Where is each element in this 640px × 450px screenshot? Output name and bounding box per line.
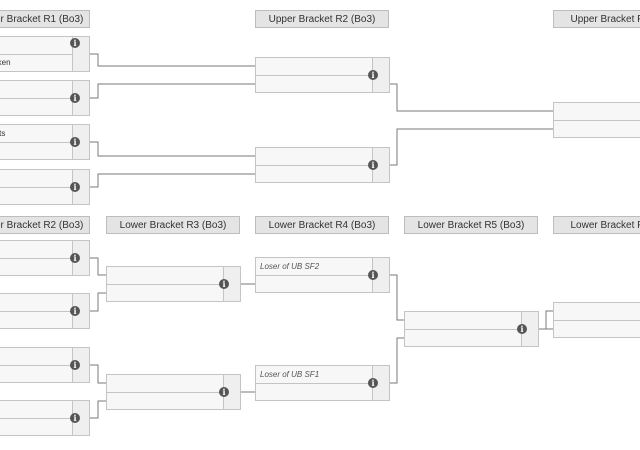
header-lower-r3: Lower Bracket R3 (Bo3) — [106, 216, 240, 234]
match-lower-r3-2[interactable] — [106, 374, 241, 410]
team-slot-top[interactable] — [107, 267, 240, 285]
header-upper-r2: Upper Bracket R2 (Bo3) — [255, 10, 389, 28]
team-slot-top[interactable] — [0, 294, 89, 312]
info-icon[interactable]: i — [70, 360, 80, 370]
team-slot-top[interactable] — [554, 303, 640, 321]
connector-line — [389, 337, 404, 384]
info-icon[interactable]: i — [368, 270, 378, 280]
connector-line — [90, 53, 255, 67]
connector-line — [538, 310, 553, 330]
info-icon[interactable]: i — [70, 306, 80, 316]
connector-line — [389, 274, 404, 321]
connector-line — [389, 128, 553, 166]
team-slot-top[interactable]: Loser of UB SF2 — [256, 258, 389, 276]
connector-line — [90, 257, 106, 276]
info-icon[interactable]: i — [70, 413, 80, 423]
header-lower-r2: Lower Bracket R2 (Bo3) — [0, 216, 90, 234]
connector-line — [90, 292, 106, 312]
team-slot-top[interactable]: G — [0, 348, 89, 366]
info-icon[interactable]: i — [70, 253, 80, 263]
team-slot-bottom[interactable] — [554, 320, 640, 337]
team-slot-top[interactable] — [405, 312, 538, 330]
team-slot-top[interactable] — [554, 103, 640, 121]
team-slot-top[interactable]: am Liquid — [0, 170, 89, 188]
team-slot-top[interactable] — [256, 58, 389, 76]
match-upper-r2-2[interactable] — [255, 147, 390, 183]
info-icon[interactable]: i — [70, 137, 80, 147]
header-lower-final: Lower Bracket Fi — [553, 216, 640, 234]
info-icon[interactable]: i — [368, 70, 378, 80]
match-lower-r4-2[interactable]: Loser of UB SF1 — [255, 365, 390, 401]
team-slot-bottom[interactable] — [554, 120, 640, 137]
header-lower-r4: Lower Bracket R4 (Bo3) — [255, 216, 389, 234]
team-slot-top[interactable]: Loser of UB SF1 — [256, 366, 389, 384]
team-slot-top[interactable]: il Geniuses — [0, 37, 89, 55]
header-upper-final: Upper Bracket Fi — [553, 10, 640, 28]
team-slot-top[interactable]: ndra Esports — [0, 125, 89, 143]
connector-line — [90, 364, 106, 384]
info-icon[interactable]: i — [219, 387, 229, 397]
info-icon[interactable]: i — [70, 38, 80, 48]
header-lower-r5: Lower Bracket R5 (Bo3) — [404, 216, 538, 234]
match-lower-final-1[interactable] — [553, 302, 640, 338]
team-slot-top[interactable]: am Secret — [0, 81, 89, 99]
team-slot-top[interactable] — [107, 375, 240, 393]
team-slot-top[interactable] — [0, 401, 89, 419]
info-icon[interactable]: i — [368, 378, 378, 388]
connector-line — [90, 83, 255, 99]
info-icon[interactable]: i — [219, 279, 229, 289]
match-upper-r2-1[interactable] — [255, 57, 390, 93]
info-icon[interactable]: i — [70, 182, 80, 192]
match-lower-r5-1[interactable] — [404, 311, 539, 347]
connector-line — [389, 83, 553, 112]
header-upper-r1: Upper Bracket R1 (Bo3) — [0, 10, 90, 28]
match-lower-r4-1[interactable]: Loser of UB SF2 — [255, 257, 390, 293]
connector-line — [90, 141, 255, 157]
connector-line — [90, 400, 106, 419]
info-icon[interactable]: i — [517, 324, 527, 334]
info-icon[interactable]: i — [70, 93, 80, 103]
match-lower-r2-1[interactable] — [0, 240, 90, 276]
team-slot-bottom[interactable]: under Awaken — [0, 58, 11, 67]
match-lower-r2-3[interactable]: G — [0, 347, 90, 383]
team-slot-top[interactable] — [256, 148, 389, 166]
match-lower-r3-1[interactable] — [106, 266, 241, 302]
team-slot-top[interactable] — [0, 241, 89, 259]
info-icon[interactable]: i — [368, 160, 378, 170]
connector-line — [90, 173, 255, 188]
match-upper-final-1[interactable] — [553, 102, 640, 138]
